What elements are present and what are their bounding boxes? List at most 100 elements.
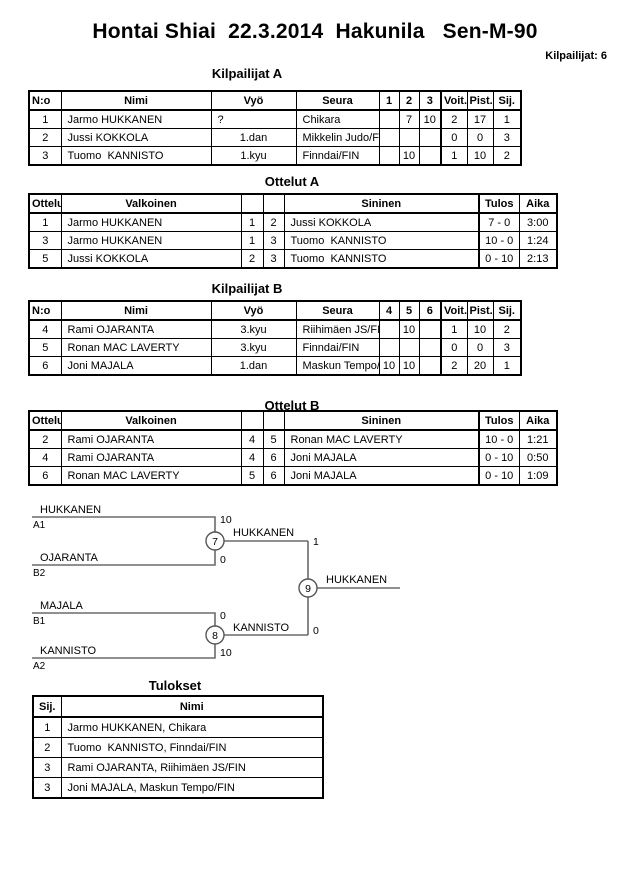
points-cell: 0: [466, 338, 494, 357]
blue-player-cell: Joni MAJALA: [283, 466, 480, 486]
points-cell: 0: [466, 128, 494, 147]
bracket-score: 10: [220, 514, 232, 526]
table-row: 4 Rami OJARANTA 3.kyu Riihimäen JS/FIN 1…: [28, 319, 522, 339]
match-score-cell: [378, 109, 400, 129]
points-cell: 10: [466, 319, 494, 339]
placement-cell: 3: [32, 757, 62, 778]
placement-cell: 3: [32, 777, 62, 799]
blue-number-cell: 2: [262, 212, 285, 232]
bracket-player-name: MAJALA: [40, 600, 83, 612]
match-number-cell: 1: [28, 212, 62, 232]
placement-cell: 1: [32, 716, 62, 738]
col-header-match-3: 3: [418, 90, 442, 111]
competitor-number-cell: 2: [28, 128, 62, 147]
white-player-cell: Rami OJARANTA: [60, 429, 242, 449]
result-name-cell: Jarmo HUKKANEN, Chikara: [60, 716, 324, 738]
wins-cell: 0: [440, 338, 468, 357]
table-row: 2 Tuomo KANNISTO, Finndai/FIN: [32, 737, 324, 758]
result-name-cell: Tuomo KANNISTO, Finndai/FIN: [60, 737, 324, 758]
header-row: N:o Nimi Vyö Seura 1 2 3 Voit. Pist. Sij…: [28, 90, 522, 111]
col-header-blue-no: [262, 193, 285, 214]
belt-cell: 3.kyu: [210, 338, 297, 357]
header-row: N:o Nimi Vyö Seura 4 5 6 Voit. Pist. Sij…: [28, 300, 522, 321]
blue-number-cell: 6: [262, 466, 285, 486]
bracket-match-number: 7: [212, 536, 218, 548]
result-cell: 10 - 0: [478, 429, 520, 449]
blue-player-cell: Ronan MAC LAVERTY: [283, 429, 480, 449]
col-header-sij: Sij.: [32, 695, 62, 718]
match-score-cell: [398, 338, 420, 357]
table-row: 3 Jarmo HUKKANEN 1 3 Tuomo KANNISTO 10 -…: [28, 231, 558, 250]
bracket-winner-name: HUKKANEN: [233, 527, 294, 539]
bracket-seed-label: B2: [33, 568, 46, 579]
bracket-seed-label: B1: [33, 616, 46, 627]
bracket-player-name: OJARANTA: [40, 552, 99, 564]
table-row: 1 Jarmo HUKKANEN, Chikara: [32, 716, 324, 738]
time-cell: 1:21: [518, 429, 558, 449]
col-header-valkoinen: Valkoinen: [60, 410, 242, 431]
col-header-nimi: Nimi: [60, 300, 212, 321]
col-header-valkoinen: Valkoinen: [60, 193, 242, 214]
white-number-cell: 1: [240, 231, 264, 250]
col-header-white-no: [240, 410, 264, 431]
blue-player-cell: Tuomo KANNISTO: [283, 249, 480, 269]
match-score-cell: 10: [398, 146, 420, 166]
col-header-voit: Voit.: [440, 300, 468, 321]
result-cell: 0 - 10: [478, 448, 520, 467]
match-score-cell: [418, 319, 442, 339]
blue-number-cell: 6: [262, 448, 285, 467]
match-number-circle: [298, 578, 318, 598]
time-cell: 0:50: [518, 448, 558, 467]
white-number-cell: 4: [240, 429, 264, 449]
col-header-voit: Voit.: [440, 90, 468, 111]
col-header-sij: Sij.: [492, 90, 522, 111]
section-title-ottelut-b: Ottelut B: [264, 398, 320, 413]
placement-cell: 1: [492, 356, 522, 376]
ottelut-b-table: Ottelu Valkoinen Sininen Tulos Aika 2 Ra…: [28, 410, 558, 486]
competitor-number-cell: 5: [28, 338, 62, 357]
match-score-cell: 10: [398, 356, 420, 376]
white-player-cell: Rami OJARANTA: [60, 448, 242, 467]
col-header-match-2: 2: [398, 90, 420, 111]
competitor-name-cell: Rami OJARANTA: [60, 319, 212, 339]
header-row: Ottelu Valkoinen Sininen Tulos Aika: [28, 193, 558, 214]
kilpailijat-b-table: N:o Nimi Vyö Seura 4 5 6 Voit. Pist. Sij…: [28, 300, 522, 376]
match-number-circle: [205, 531, 225, 551]
participants-count: Kilpailijat: 6: [545, 50, 607, 62]
table-row: 6 Joni MAJALA 1.dan Maskun Tempo/FIN 10 …: [28, 356, 522, 376]
bracket-seed-label: A1: [33, 520, 46, 531]
result-name-cell: Joni MAJALA, Maskun Tempo/FIN: [60, 777, 324, 799]
table-row: 4 Rami OJARANTA 4 6 Joni MAJALA 0 - 10 0…: [28, 448, 558, 467]
match-number-circle: [205, 625, 225, 645]
page-title: Hontai Shiai 22.3.2014 Hakunila Sen-M-90: [92, 20, 538, 43]
bracket-match-number: 9: [305, 583, 311, 595]
header-row: Ottelu Valkoinen Sininen Tulos Aika: [28, 410, 558, 431]
match-score-cell: [398, 128, 420, 147]
club-cell: Riihimäen JS/FIN: [295, 319, 380, 339]
col-header-ottelu: Ottelu: [28, 193, 62, 214]
points-cell: 17: [466, 109, 494, 129]
wins-cell: 1: [440, 319, 468, 339]
white-number-cell: 4: [240, 448, 264, 467]
competitor-number-cell: 6: [28, 356, 62, 376]
col-header-seura: Seura: [295, 300, 380, 321]
bracket-diagram: HUKKANEN A1 10 OJARANTA B2 0 7 HUKKANEN …: [32, 504, 400, 672]
time-cell: 1:09: [518, 466, 558, 486]
time-cell: 3:00: [518, 212, 558, 232]
section-title-ottelut-a: Ottelut A: [264, 174, 320, 189]
competitor-number-cell: 1: [28, 109, 62, 129]
header-row: Sij. Nimi: [32, 695, 324, 718]
match-score-cell: 10: [378, 356, 400, 376]
bracket-score: 0: [220, 610, 226, 622]
time-cell: 2:13: [518, 249, 558, 269]
blue-player-cell: Tuomo KANNISTO: [283, 231, 480, 250]
blue-player-cell: Jussi KOKKOLA: [283, 212, 480, 232]
section-title-kilpailijat-a: Kilpailijat A: [211, 66, 283, 81]
points-cell: 10: [466, 146, 494, 166]
col-header-vyo: Vyö: [210, 300, 297, 321]
col-header-pist: Pist.: [466, 90, 494, 111]
match-score-cell: 7: [398, 109, 420, 129]
table-row: 1 Jarmo HUKKANEN ? Chikara 7 10 2 17 1: [28, 109, 522, 129]
col-header-blue-no: [262, 410, 285, 431]
club-cell: Finndai/FIN: [295, 338, 380, 357]
